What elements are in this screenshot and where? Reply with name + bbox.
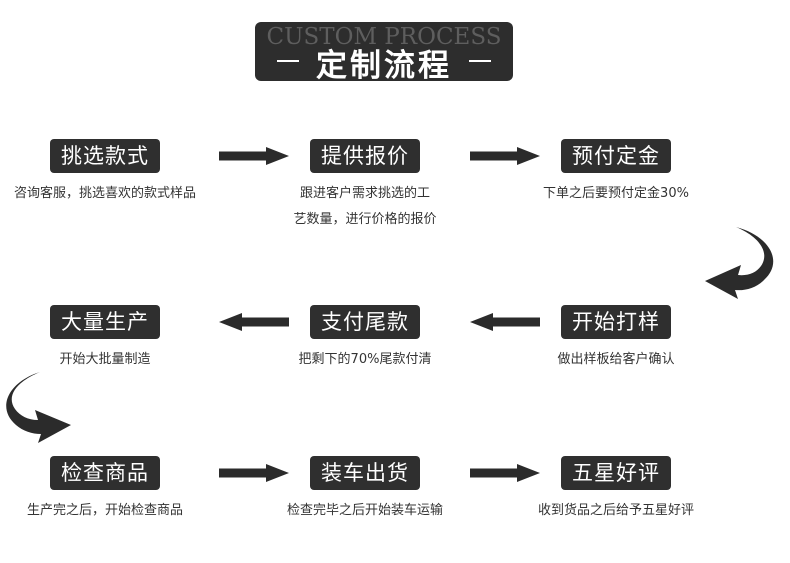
step-desc-2-line-2: 艺数量，进行价格的报价 [293,212,437,227]
step-box-4: 开始打样 [561,305,671,339]
step-box-9: 五星好评 [561,456,671,490]
step-desc-7: 生产完之后，开始检查商品 [0,498,225,524]
step-box-7: 检查商品 [50,456,160,490]
step-desc-4: 做出样板给客户确认 [496,347,736,373]
step-desc-7-line-1: 生产完之后，开始检查商品 [26,503,183,518]
step-desc-1-line-1: 咨询客服，挑选喜欢的款式样品 [13,186,196,201]
step-desc-8-line-1: 检查完毕之后开始装车运输 [286,503,443,518]
title-english: CUSTOM PROCESS [266,24,502,50]
step-box-2: 提供报价 [310,139,420,173]
step-desc-5-line-1: 把剩下的70%尾款付清 [298,352,432,367]
title-right-dash [469,60,491,62]
curved-arrow-icon [705,227,774,299]
step-desc-8: 检查完毕之后开始装车运输 [245,498,485,524]
step-desc-1: 咨询客服，挑选喜欢的款式样品 [0,181,225,207]
left-arrow-icon [470,313,540,331]
right-arrow-icon [470,147,540,165]
step-box-1: 挑选款式 [50,139,160,173]
step-desc-3-line-1: 下单之后要预付定金30% [543,186,689,201]
right-arrow-icon [470,464,540,482]
title-banner: CUSTOM PROCESS 定制流程 [255,22,513,81]
step-box-5: 支付尾款 [310,305,420,339]
step-desc-3: 下单之后要预付定金30% [496,181,736,207]
step-desc-2-line-1: 跟进客户需求挑选的工 [299,186,430,201]
step-desc-6-line-1: 开始大批量制造 [59,352,151,367]
page-title: 定制流程 [316,48,452,81]
curved-arrow-icon [6,372,71,443]
right-arrow-icon [219,147,289,165]
step-desc-2: 跟进客户需求挑选的工 艺数量，进行价格的报价 [245,181,485,233]
left-arrow-icon [219,313,289,331]
step-desc-5: 把剩下的70%尾款付清 [245,347,485,373]
step-desc-4-line-1: 做出样板给客户确认 [557,352,675,367]
title-left-dash [277,60,299,62]
step-box-6: 大量生产 [50,305,160,339]
step-desc-9: 收到货品之后给予五星好评 [496,498,736,524]
step-desc-9-line-1: 收到货品之后给予五星好评 [537,503,694,518]
step-desc-6: 开始大批量制造 [0,347,225,373]
step-box-8: 装车出货 [310,456,420,490]
right-arrow-icon [219,464,289,482]
step-box-3: 预付定金 [561,139,671,173]
